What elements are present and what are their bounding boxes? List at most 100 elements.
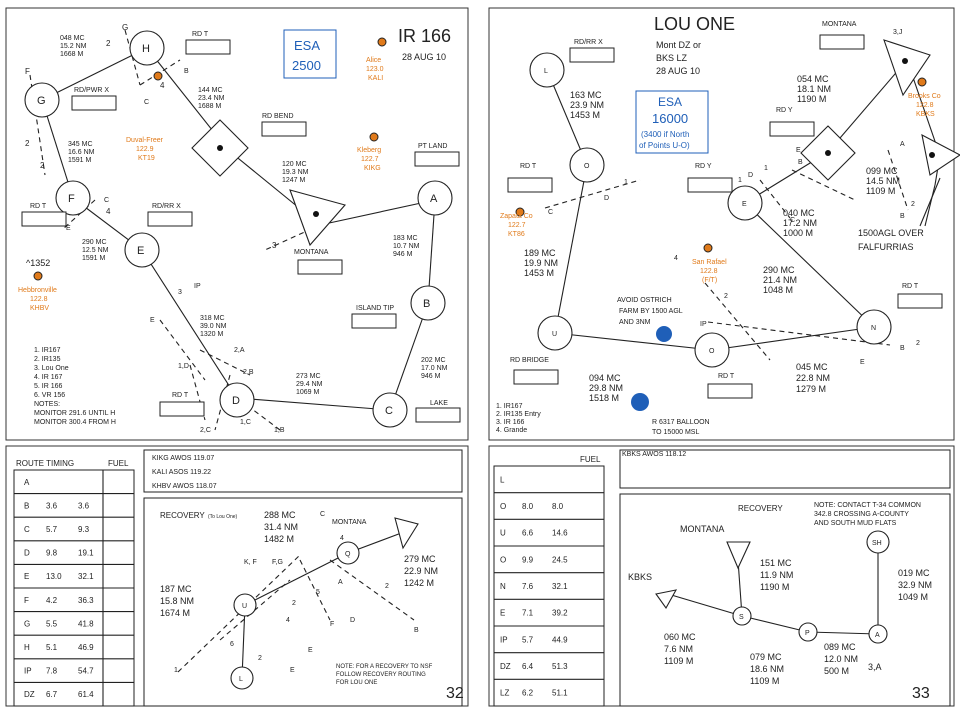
recovery-left-label-f: F (330, 621, 334, 628)
r-landmark-rd-t-1-box (507, 177, 553, 193)
right-esa-value: 16000 (652, 111, 688, 126)
r-landmark-rd-y-2-box (769, 121, 815, 137)
right-small-labels: 3,J 1 C D E 1 D A B B 2 4 2 IP B 2 E C 1 (548, 29, 920, 366)
leg-099-distance: 14.5 NM (866, 176, 900, 186)
right-triangle-east-dot-icon (929, 152, 935, 158)
small-label-11: 3 (178, 289, 182, 296)
recovery-right-leg3-distance: 7.6 NM (664, 644, 693, 654)
right-esa-note-2: of Points U-O) (639, 141, 690, 150)
waypoint-a-label: A (430, 193, 438, 205)
awos-left: KIKG AWOS 119.07 KALI ASOS 119.22 KHBV A… (143, 449, 463, 493)
recovery-left-label-fg: F,G (272, 559, 283, 566)
r-landmark-rd-t-1-label: RD T (520, 163, 537, 170)
fuel-row-fuel: 44.9 (552, 635, 568, 644)
leg-189-distance: 19.9 NM (524, 258, 558, 268)
recovery-left-label-u: U (242, 603, 247, 610)
r-landmark-rd-rr-x-box (569, 47, 615, 63)
recovery-right-kbks-icon (655, 589, 678, 610)
recovery-left-leg1-distance: 31.4 NM (264, 522, 298, 532)
leg-189-altitude: 1453 M (524, 268, 554, 278)
right-triangle-east-icon (921, 133, 960, 176)
r-landmark-montana-box (819, 34, 865, 50)
recovery-right-label-sh: SH (872, 540, 882, 547)
recovery-right-leg3-altitude: 1109 M (664, 656, 693, 666)
recovery-right-waypoint-p (798, 622, 818, 642)
recovery-right-waypoint-a (868, 624, 888, 644)
right-esa-label: ESA (658, 95, 682, 109)
recovery-right-leg2-altitude: 1049 M (898, 592, 928, 602)
airport-san-rafael-id: (F/T) (702, 277, 717, 284)
recovery-left-label-a: A (338, 579, 343, 586)
leg-gf-course: 345 MC (68, 141, 93, 148)
balloon-area-icon (631, 393, 649, 411)
awos-kbks: KBKS AWOS 118.12 (622, 451, 686, 458)
right-chart-title: LOU ONE (654, 14, 735, 34)
balloon-note-2: TO 15000 MSL (652, 429, 699, 436)
route-timing-row-d: D (24, 549, 30, 558)
r-landmark-rd-rr-x-label: RD/RR X (574, 39, 603, 46)
right-note-3: 3. IR 166 (496, 419, 525, 426)
landmark-rd-pwr-x-box (71, 95, 117, 111)
fuel-row-time: 6.4 (522, 662, 534, 671)
recovery-left-note-3: FOR LOU ONE (336, 680, 377, 686)
airport-zapata-co-icon (515, 207, 525, 217)
airport-san-rafael-icon (703, 243, 713, 253)
r-landmark-rd-t-2-box (897, 293, 943, 309)
recovery-left-label-kf: K, F (244, 559, 257, 566)
route-timing-time: 3.6 (46, 501, 58, 510)
recovery-left-label-1: 1 (174, 667, 178, 674)
fuel-row-time: 8.0 (522, 502, 534, 511)
leg-lo-altitude: 1453 M (570, 110, 600, 120)
waypoint-e-right-label: E (742, 201, 747, 208)
route-timing-row-e: E (24, 572, 29, 581)
leg-cb-distance: 17.0 NM (421, 365, 448, 372)
leg-290-altitude: 1048 M (763, 285, 793, 295)
airport-hebbronville-freq: 122.8 (30, 296, 48, 303)
leg-h-diamond-altitude: 1688 M (198, 103, 222, 110)
airport-alice-icon (377, 37, 387, 47)
route-timing-row-g: G (24, 619, 30, 628)
recovery-left-title: RECOVERY (160, 511, 205, 520)
leg-cb-altitude: 946 M (421, 373, 441, 380)
r-landmark-rd-t-2-label: RD T (902, 283, 919, 290)
leg-h-diamond-course: 144 MC (198, 87, 223, 94)
small-label-8: C (104, 197, 109, 204)
landmark-rd-bend-label: RD BEND (262, 113, 294, 120)
fuel-row-fuel: 32.1 (552, 582, 568, 591)
route-timing-header: ROUTE TIMING (16, 459, 74, 468)
small-label-20: 2 (40, 161, 45, 170)
waypoint-g (24, 82, 60, 118)
small-label-16: 2,B (243, 369, 254, 376)
small-label-18: 1,C (240, 419, 251, 426)
leg-dc-altitude: 1069 M (296, 389, 320, 396)
spot-elevation: ^1352 (26, 258, 50, 268)
leg-ab-course: 183 MC (393, 235, 418, 242)
right-route-map: L O E U O N LOU ONE Mont DZ or BKS LZ 28… (496, 14, 960, 436)
recovery-left: RECOVERY (To Lou One) 288 MC 31.4 NM 148… (143, 497, 464, 707)
recovery-right-label-a: A (875, 632, 880, 639)
recovery-right-label-3a: 3,A (868, 662, 882, 672)
r-small-18: C (548, 209, 553, 216)
fuel-row-fuel: 51.3 (552, 662, 568, 671)
recovery-right-title: RECOVERY (738, 504, 783, 513)
balloon-note-1: R 6317 BALLOON (652, 419, 710, 426)
route-timing-row-h: H (24, 643, 30, 652)
recovery-left-leg3-course: 187 MC (160, 584, 192, 594)
leg-290-distance: 21.4 NM (763, 275, 797, 285)
left-airports: Alice 123.0 KALI Duval-Freer 122.9 KT19 … (18, 37, 387, 312)
leg-hg-altitude: 1668 M (60, 51, 84, 58)
recovery-right-leg4-distance: 18.6 NM (750, 664, 784, 674)
fuel-row-time: 7.6 (522, 582, 534, 591)
r-small-3: C (790, 217, 795, 224)
r-small-17: E (860, 359, 865, 366)
recovery-left-label-4: 4 (340, 535, 344, 542)
left-note-6: 6. VR 156 (34, 392, 65, 399)
left-route-map: H G F E D C B A IR 166 28 AUG 10 ESA 250… (18, 23, 461, 434)
left-note-1: 1. IR167 (34, 347, 61, 354)
r-small-6: 1 (624, 179, 628, 186)
landmark-lake-label: LAKE (430, 400, 448, 407)
leg-diamond-triangle-altitude: 1247 M (282, 177, 306, 184)
airport-brooks-co-id: KBKS (916, 111, 935, 118)
r-small-8: A (900, 141, 905, 148)
